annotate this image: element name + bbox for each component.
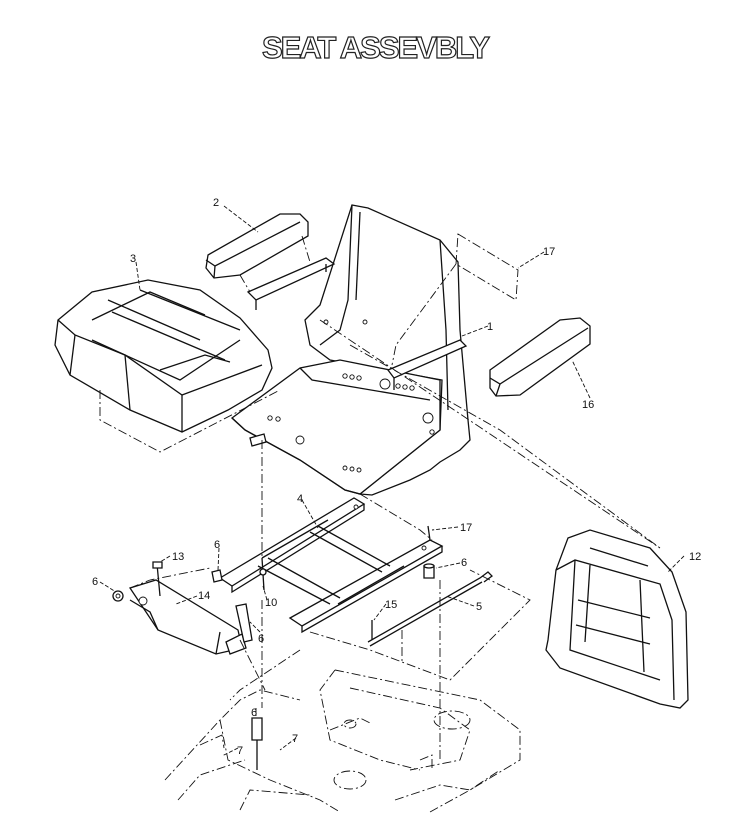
machine-base (164, 669, 521, 813)
callout-6-c: 6 (258, 633, 264, 645)
back-cushion-part-12 (545, 529, 689, 709)
callout-13: 13 (172, 551, 184, 563)
callout-6-a: 6 (214, 539, 220, 551)
callout-6-b: 6 (92, 576, 98, 588)
callout-7-b: 7 (237, 745, 243, 757)
seat-rail-frame-part-4 (218, 497, 444, 634)
leader-lines (99, 205, 685, 757)
callout-4: 4 (297, 493, 303, 505)
callout-15: 15 (385, 599, 397, 611)
lock-plate-part-14 (128, 579, 247, 655)
diagram-title: SEAT ASSEVBLY (261, 29, 490, 65)
callout-5: 5 (476, 601, 482, 613)
seat-cushion-part-3 (54, 279, 273, 433)
callout-17-a: 17 (543, 246, 555, 258)
callout-6-d: 6 (461, 557, 467, 569)
slide-lever-part-5 (367, 571, 493, 647)
callout-2: 2 (213, 197, 219, 209)
seat-frame-part-1 (230, 204, 471, 496)
callout-7-a: 7 (292, 733, 298, 745)
callout-labels: 1 2 3 4 5 6 6 6 6 6 7 7 10 12 13 14 15 1… (92, 197, 701, 757)
fasteners (112, 525, 435, 770)
callout-14: 14 (198, 590, 210, 602)
callout-17-b: 17 (460, 522, 472, 534)
callout-10: 10 (265, 597, 277, 609)
armrest-pad-part-2 (205, 213, 309, 279)
callout-6-e: 6 (251, 707, 257, 719)
callout-3: 3 (130, 253, 136, 265)
assembly-lines (99, 233, 661, 760)
callout-1: 1 (487, 321, 493, 333)
callout-12: 12 (689, 551, 701, 563)
callout-16: 16 (582, 399, 594, 411)
armrest-pad-part-16 (489, 317, 591, 397)
